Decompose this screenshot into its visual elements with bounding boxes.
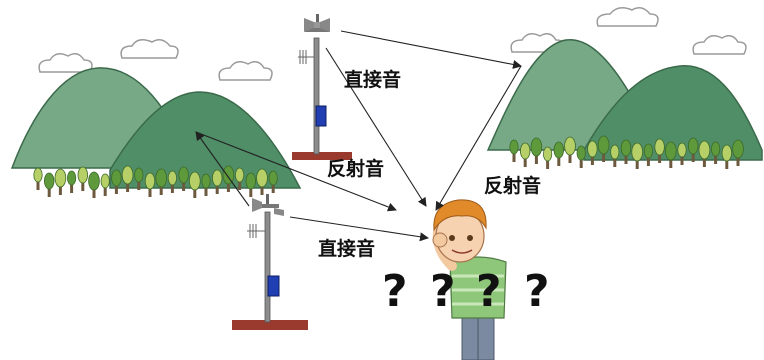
tree-icon [564, 136, 576, 163]
tree-icon [620, 139, 632, 164]
tree-icon [144, 172, 156, 197]
tree-icon [189, 171, 201, 198]
cloud-icon [596, 7, 659, 27]
tree-icon [211, 169, 223, 194]
speaker-pole-bottom [232, 194, 308, 330]
tree-icon [155, 168, 168, 195]
tree-icon [178, 166, 189, 191]
question-mark: ? [382, 266, 408, 317]
tree-icon [654, 138, 665, 163]
tree-icon [33, 167, 43, 190]
tree-icon [610, 144, 620, 167]
tree-row-left [33, 165, 278, 198]
question-mark: ? [524, 266, 550, 317]
arrow-top-to-right-mountain [340, 30, 522, 69]
tree-icon [77, 166, 89, 191]
cloud-icon [218, 61, 273, 81]
arrow-right-mountain-to-boy [435, 65, 522, 211]
right-mountains [486, 39, 763, 161]
speaker-pole-top [292, 14, 352, 160]
tree-icon [576, 145, 586, 168]
tree-icon [121, 165, 134, 192]
listening-boy [432, 199, 507, 360]
tree-icon [222, 165, 235, 192]
label-reflected-sound-middle: 反射音 [327, 158, 385, 180]
cloud-icon [38, 53, 93, 73]
tree-icon [542, 146, 553, 169]
question-mark: ? [430, 266, 456, 317]
tree-icon [553, 141, 565, 166]
tree-icon [587, 140, 598, 165]
arrow-top-direct [325, 47, 427, 207]
label-direct-sound-bottom: 直接音 [318, 238, 376, 260]
tree-icon [167, 170, 177, 193]
tree-icon [643, 143, 654, 166]
tree-icon [54, 168, 67, 195]
tree-icon [245, 172, 257, 197]
tree-icon [100, 173, 110, 196]
tree-icon [44, 172, 55, 197]
tree-icon [530, 137, 543, 164]
tree-icon [710, 141, 721, 164]
sound-arrows [195, 30, 522, 242]
arrow-left-mountain-to-boy [195, 131, 397, 212]
tree-icon [67, 170, 77, 193]
tree-row-right [509, 135, 744, 169]
tree-icon [597, 135, 610, 162]
tree-icon [721, 144, 733, 169]
tree-icon [268, 170, 278, 193]
cloud-icon [692, 35, 747, 55]
arrow-bottom-direct [289, 216, 429, 242]
tree-icon [235, 167, 245, 190]
tree-icon [509, 139, 519, 162]
label-direct-sound-top: 直接音 [344, 69, 402, 91]
tree-icon [732, 139, 744, 166]
tree-icon [201, 173, 211, 196]
question-mark: ? [476, 266, 502, 317]
tree-icon [698, 140, 711, 167]
tree-icon [256, 168, 268, 195]
tree-icon [111, 169, 122, 194]
arrow-bottom-to-left-mountain [195, 131, 250, 207]
label-reflected-sound-right: 反射音 [484, 175, 542, 197]
tree-icon [520, 142, 531, 167]
tree-icon [631, 142, 643, 169]
cloud-icon [120, 39, 179, 59]
tree-icon [664, 141, 677, 168]
left-mountains [10, 67, 302, 189]
tree-icon [677, 142, 687, 165]
tree-icon [688, 137, 699, 162]
tree-icon [134, 167, 144, 190]
tree-icon [88, 171, 100, 198]
